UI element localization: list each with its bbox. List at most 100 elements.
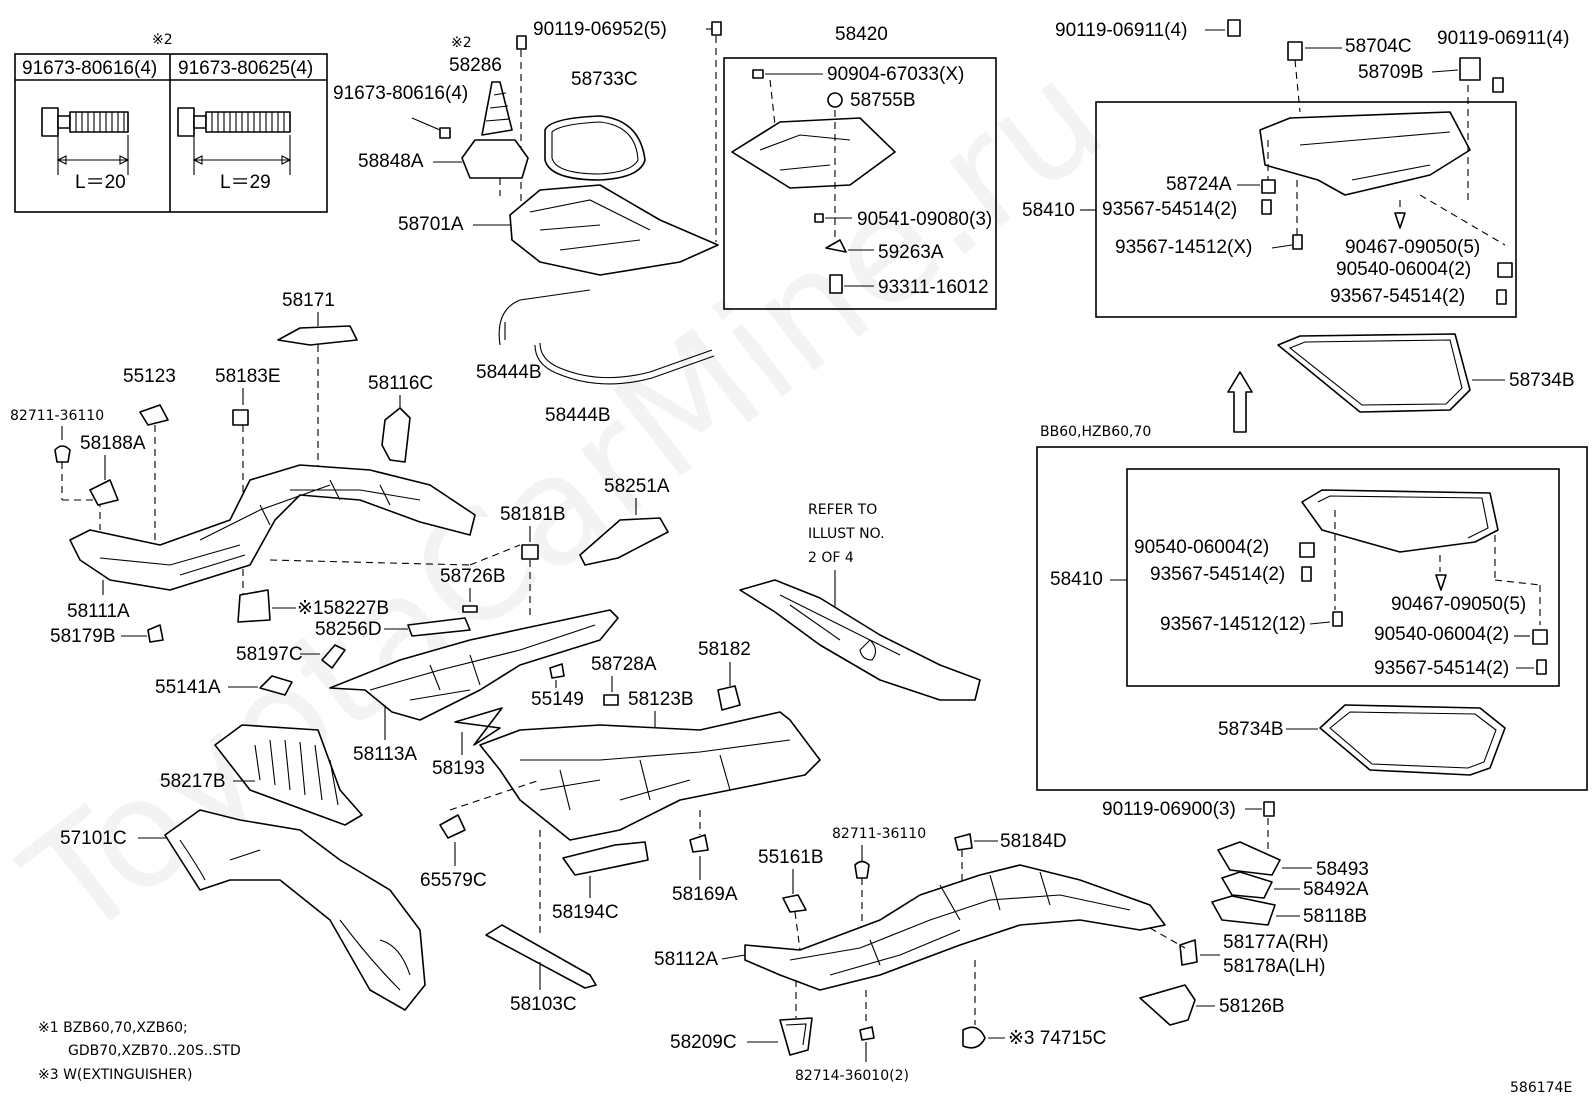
box-58410-top: 90119-06911(4) 58704C 90119-06911(4) 587…: [1022, 19, 1575, 433]
label-58493: 58493: [1316, 859, 1369, 880]
floor-panel-58113A: [329, 609, 619, 721]
label-58113A: 58113A: [353, 744, 417, 765]
label-58410-top: 58410: [1022, 200, 1075, 221]
refer-note-line-1: REFER TO: [808, 502, 877, 518]
lid-58410: [1259, 111, 1471, 196]
footnote-1: ※1 BZB60,70,XZB60;: [38, 1020, 188, 1036]
label-58251A: 58251A: [604, 476, 670, 497]
label-58116C: 58116C: [368, 373, 433, 394]
label-82711-36110-a: 82711-36110: [10, 408, 104, 424]
label-58444B-1: 58444B: [476, 362, 542, 383]
floor-panel-58112A: [744, 864, 1166, 991]
label-58118B: 58118B: [1303, 906, 1367, 927]
footnotes: ※1 BZB60,70,XZB60; GDB70,XZB70..20S..STD…: [38, 1020, 241, 1083]
label-58227B: ※158227B: [297, 598, 389, 619]
label-90119-06952: 90119-06952(5): [533, 19, 667, 40]
label-58733C: 58733C: [571, 69, 638, 90]
arrow-up-icon: [1227, 371, 1253, 433]
bracket-58171: [277, 325, 358, 346]
label-93311-16012: 93311-16012: [878, 277, 989, 298]
length-label-2: L＝29: [220, 172, 271, 193]
label-93567-14512-x: 93567-14512(X): [1115, 237, 1252, 258]
label-58734B-mid: 58734B: [1218, 719, 1284, 740]
label-93567-14512-12: 93567-14512(12): [1160, 614, 1306, 635]
label-90467-09050-a: 90467-09050(5): [1345, 237, 1480, 258]
shift-boot: [481, 81, 513, 136]
tunnel-panel: [739, 579, 981, 701]
label-90904-67033: 90904-67033(X): [827, 64, 964, 85]
label-58209C: 58209C: [670, 1032, 737, 1053]
label-93567-54514-d: 93567-54514(2): [1374, 658, 1509, 679]
console-bracket-58848A: [461, 139, 529, 179]
variant-label: BB60,HZB60,70: [1040, 424, 1151, 440]
label-58193: 58193: [432, 758, 485, 779]
cover-58420: [731, 117, 896, 189]
console-group: ※2 90119-06952(5) 58286 58733C 91673-806…: [333, 19, 722, 426]
label-90119-06900: 90119-06900(3): [1102, 799, 1236, 820]
seal-58734B-top: [1277, 333, 1471, 413]
label-93567-54514-a: 93567-54514(2): [1102, 199, 1237, 220]
label-57101C: 57101C: [60, 828, 127, 849]
label-58178A: 58178A(LH): [1223, 956, 1325, 977]
label-90540-06004-a: 90540-06004(2): [1336, 259, 1471, 280]
weatherstrip-58444B: [498, 289, 591, 346]
label-90467-09050-b: 90467-09050(5): [1391, 594, 1526, 615]
label-58179B: 58179B: [50, 626, 116, 647]
bracket-58194C: [562, 841, 649, 876]
bracket-58126B: [1139, 984, 1196, 1026]
label-58194C: 58194C: [552, 902, 619, 923]
label-55141A: 55141A: [155, 677, 221, 698]
label-90119-06911-a: 90119-06911(4): [1055, 20, 1187, 41]
center-floor-group: 58251A 58181B 58726B 58256D 58197C 55141…: [60, 476, 821, 1015]
label-74715C: ※3 74715C: [1008, 1028, 1106, 1049]
part-58209C: [779, 1017, 813, 1056]
label-58734B-top: 58734B: [1509, 370, 1575, 391]
label-58177A: 58177A(RH): [1223, 932, 1329, 953]
diagram-id: 586174E: [1510, 1080, 1572, 1096]
footnote-2: GDB70,XZB70..20S..STD: [68, 1043, 241, 1059]
bracket-58227B: [237, 589, 271, 623]
label-82711-36110-b: 82711-36110: [832, 826, 926, 842]
label-58410-mid: 58410: [1050, 569, 1103, 590]
rear-floor-group: 82711-36110 55161B 58184D 58112A 90119-0…: [654, 799, 1369, 1084]
dash-panel-57101C: [164, 809, 426, 1011]
label-58492A: 58492A: [1303, 879, 1369, 900]
label-65579C: 65579C: [420, 870, 487, 891]
label-90540-06004-c: 90540-06004(2): [1374, 624, 1509, 645]
bolt-length-table: ※2 91673-80616(4) 91673-80625(4) L＝20 L＝…: [14, 32, 328, 213]
part-58492A: [1221, 871, 1273, 899]
refer-note-line-3: 2 OF 4: [808, 550, 854, 566]
label-58256D: 58256D: [315, 619, 382, 640]
lid-58410-variant: [1301, 489, 1499, 553]
note-mark-58286: ※2: [451, 35, 472, 51]
label-59263A: 59263A: [878, 242, 944, 263]
label-55149: 55149: [531, 689, 584, 710]
label-58112A: 58112A: [654, 949, 718, 970]
label-93567-54514-b: 93567-54514(2): [1330, 286, 1465, 307]
label-58181B: 58181B: [500, 504, 566, 525]
label-58182: 58182: [698, 639, 751, 660]
label-58848A: 58848A: [358, 151, 424, 172]
console-seal-58733C: [544, 115, 646, 181]
bracket-58193: [454, 707, 503, 746]
label-93567-54514-c: 93567-54514(2): [1150, 564, 1285, 585]
member-58251A: [579, 517, 669, 566]
floor-panel-58701A: [509, 184, 719, 276]
label-58171: 58171: [282, 290, 335, 311]
bracket-58116C: [381, 407, 411, 463]
label-58709B: 58709B: [1358, 62, 1424, 83]
label-58103C: 58103C: [510, 994, 577, 1015]
label-58420: 58420: [835, 24, 888, 45]
label-55123: 55123: [123, 366, 176, 387]
table-header-1: 91673-80616(4): [22, 58, 157, 79]
label-58111A: 58111A: [67, 601, 130, 622]
front-floor-group: 58171 55123 58183E 82711-36110 58188A 58…: [10, 290, 521, 647]
label-82714-36010: 82714-36010(2): [795, 1068, 909, 1084]
footnote-3: ※3 W(EXTINGUISHER): [38, 1067, 192, 1083]
label-58286: 58286: [449, 55, 502, 76]
length-label-1: L＝20: [75, 172, 126, 193]
part-58493: [1217, 841, 1281, 876]
label-58183E: 58183E: [215, 366, 281, 387]
